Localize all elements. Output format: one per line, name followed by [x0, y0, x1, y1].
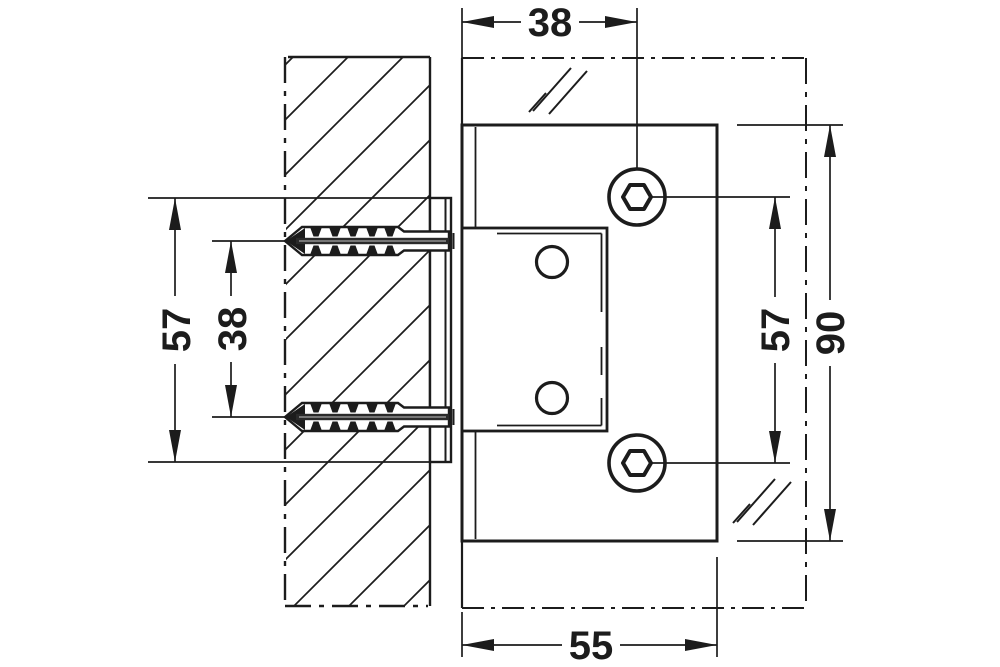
hatch-line	[286, 303, 430, 451]
hatch-line	[286, 248, 430, 396]
arrowhead	[462, 16, 494, 28]
hatch-line	[293, 468, 430, 606]
arrowhead	[169, 198, 181, 230]
dimension-label: 38	[211, 307, 255, 352]
dimension-label: 57	[155, 308, 199, 353]
arrowhead	[225, 241, 237, 273]
hatch-line	[286, 83, 430, 231]
dimension-right-outer: 90	[737, 124, 853, 542]
hinge-body	[460, 226, 609, 433]
dimension-left-outer: 57	[148, 197, 452, 463]
glass-material-icon	[528, 67, 588, 115]
hinge-outline	[460, 226, 609, 433]
dimension-label: 55	[569, 624, 614, 667]
arrowhead	[824, 509, 836, 541]
arrowhead	[685, 639, 717, 651]
wall-anchors	[212, 225, 455, 433]
wall-anchor-top	[283, 225, 455, 257]
wall-anchor-bottom	[283, 401, 455, 433]
dimension-label: 38	[528, 1, 573, 45]
glass-material-icon	[732, 478, 792, 526]
arrowhead	[169, 430, 181, 462]
dimension-bottom-width: 55	[461, 557, 718, 667]
hatch-line	[286, 413, 430, 561]
dimension-top-width: 38	[461, 1, 637, 58]
dimension-label: 90	[809, 311, 853, 356]
hatch-line	[286, 57, 404, 176]
hatch-line	[286, 138, 430, 286]
hinge-screw-hole-bottom	[534, 380, 570, 416]
arrowhead	[225, 385, 237, 417]
dimension-left-inner: 38	[211, 241, 255, 417]
arrowhead	[769, 431, 781, 463]
dimension-label: 57	[754, 308, 798, 353]
arrowhead	[824, 125, 836, 157]
arrowhead	[462, 639, 494, 651]
arrowhead	[769, 197, 781, 229]
dimension-right-inner: 57	[651, 196, 798, 464]
arrowhead	[605, 16, 637, 28]
hinge-screw-hole-top	[534, 244, 570, 280]
wall-hatching	[286, 57, 430, 606]
hatch-line	[286, 193, 430, 341]
